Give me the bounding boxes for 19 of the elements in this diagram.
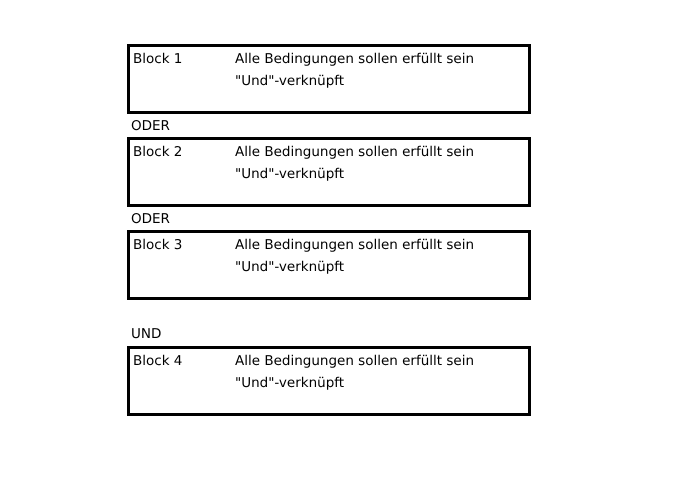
block-box — [127, 44, 531, 114]
operator-label: ODER — [131, 210, 170, 228]
operator-label: ODER — [131, 117, 170, 135]
condition-text: "Und"-verknüpft — [235, 72, 344, 90]
condition-text: Alle Bedingungen sollen erfüllt sein — [235, 143, 474, 161]
operator-label: UND — [131, 325, 162, 343]
condition-text: "Und"-verknüpft — [235, 374, 344, 392]
condition-text: Alle Bedingungen sollen erfüllt sein — [235, 236, 474, 254]
block-title: Block 1 — [133, 50, 182, 68]
block-title: Block 2 — [133, 143, 182, 161]
condition-text: Alle Bedingungen sollen erfüllt sein — [235, 50, 474, 68]
condition-text: "Und"-verknüpft — [235, 165, 344, 183]
block-title: Block 4 — [133, 352, 182, 370]
condition-text: Alle Bedingungen sollen erfüllt sein — [235, 352, 474, 370]
block-box — [127, 230, 531, 300]
condition-text: "Und"-verknüpft — [235, 258, 344, 276]
block-title: Block 3 — [133, 236, 182, 254]
block-box — [127, 137, 531, 207]
block-box — [127, 346, 531, 416]
